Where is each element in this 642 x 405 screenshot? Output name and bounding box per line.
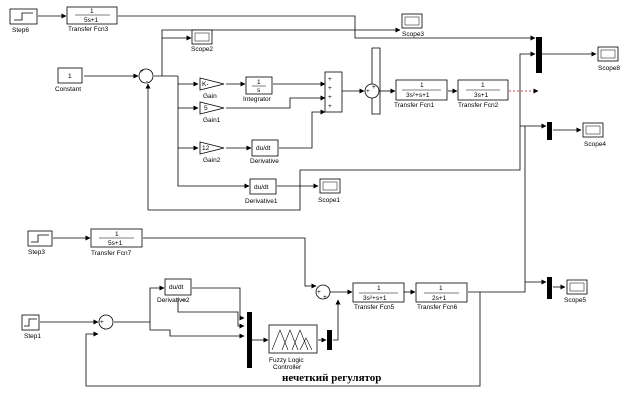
- tf5-block[interactable]: 1 3s²+s+1 Transfer Fcn5: [352, 282, 405, 311]
- tf5-label: Transfer Fcn5: [354, 304, 395, 311]
- scope2-block[interactable]: Scope2: [191, 29, 213, 53]
- tf5-num: 1: [377, 285, 381, 292]
- mux-scope8[interactable]: [536, 37, 542, 73]
- integ-den: s: [257, 87, 261, 94]
- tf1-block[interactable]: 1 3s²+s+1 Transfer Fcn1: [394, 79, 448, 109]
- mux-scope5[interactable]: [547, 277, 552, 299]
- tf2-label: Transfer Fcn2: [458, 102, 499, 109]
- scope1-block[interactable]: Scope1: [318, 178, 340, 204]
- wires-top: [38, 13, 597, 211]
- svg-text:-: -: [146, 78, 148, 85]
- sum4[interactable]: +-: [98, 314, 114, 333]
- svg-text:+: +: [328, 103, 332, 110]
- integrator-block[interactable]: 1 s Integrator: [243, 76, 273, 103]
- tf2-num: 1: [481, 82, 485, 89]
- derivative1-text: du/dt: [254, 184, 269, 191]
- scope5-block[interactable]: Scope5: [564, 279, 588, 304]
- derivative2-label: Derivative2: [157, 297, 190, 304]
- gain2-label: Gain2: [203, 157, 221, 164]
- step6-block[interactable]: Step6: [9, 8, 38, 34]
- svg-text:+: +: [366, 88, 370, 95]
- gain-label: Gain: [203, 93, 217, 100]
- svg-text:+: +: [328, 85, 332, 92]
- gain1-value: 5: [204, 105, 208, 112]
- gain1-block[interactable]: 5 Gain1: [199, 101, 225, 124]
- mux-top[interactable]: + + + +: [324, 71, 343, 113]
- tf5-den: 3s²+s+1: [363, 295, 387, 302]
- tf2-block[interactable]: 1 3s+1 Transfer Fcn2: [457, 79, 509, 109]
- svg-text:+: +: [328, 76, 332, 83]
- tf1-num: 1: [420, 82, 424, 89]
- scope5-label: Scope5: [564, 297, 586, 304]
- svg-text:+: +: [317, 289, 321, 296]
- mux-scope4[interactable]: [547, 122, 552, 140]
- constant-block[interactable]: 1 Constant: [55, 67, 83, 93]
- fuzzy-logic-controller[interactable]: Fuzzy Logic Controller: [268, 324, 318, 371]
- tf7-block[interactable]: 1 5s+1 Transfer Fcn7: [90, 228, 143, 257]
- tf3-label: Transfer Fcn3: [68, 26, 109, 33]
- gain2-block[interactable]: 12 Gain2: [199, 141, 225, 164]
- scope4-block[interactable]: Scope4: [582, 122, 606, 148]
- scope8-label: Scope8: [598, 65, 620, 72]
- svg-text:+: +: [328, 94, 332, 101]
- scope3-label: Scope3: [402, 31, 424, 38]
- tf3-block[interactable]: 1 5s+1 Transfer Fcn3: [66, 6, 118, 33]
- svg-text:+: +: [100, 319, 104, 326]
- tf3-den: 5s+1: [84, 17, 99, 24]
- tf1-den: 3s²+s+1: [406, 92, 430, 99]
- gain-block[interactable]: K- Gain: [199, 77, 225, 100]
- mux-out[interactable]: [327, 330, 332, 350]
- svg-text:-: -: [104, 326, 106, 333]
- derivative-text: du/dt: [256, 145, 271, 152]
- tf1-label: Transfer Fcn1: [394, 102, 435, 109]
- step1-label: Step1: [24, 333, 41, 340]
- scope3-block[interactable]: Scope3: [401, 13, 424, 38]
- flc-label-2: Controller: [273, 364, 302, 371]
- derivative1-label: Derivative1: [245, 198, 278, 205]
- scope2-label: Scope2: [191, 46, 213, 53]
- scope4-label: Scope4: [584, 141, 606, 148]
- sum3[interactable]: ++: [315, 284, 331, 301]
- step1-block[interactable]: Step1: [21, 314, 41, 340]
- derivative1-block[interactable]: du/dt Derivative1: [245, 178, 278, 205]
- flc-label-1: Fuzzy Logic: [269, 357, 304, 364]
- integrator-label: Integrator: [243, 96, 272, 103]
- tf2-den: 3s+1: [474, 92, 489, 99]
- tf3-num: 1: [90, 8, 94, 15]
- step3-block[interactable]: Step3: [27, 230, 53, 256]
- derivative-label: Derivative: [250, 158, 279, 165]
- tf6-den: 2s+1: [432, 295, 447, 302]
- tf6-num: 1: [439, 285, 443, 292]
- svg-text:+: +: [323, 294, 327, 301]
- tf6-block[interactable]: 1 2s+1 Transfer Fcn6: [415, 282, 468, 311]
- derivative2-text: du/dt: [169, 284, 184, 291]
- caption: нечеткий регулятор: [282, 372, 381, 384]
- scope8-block[interactable]: Scope8: [597, 46, 620, 72]
- gain-value: K-: [202, 81, 209, 88]
- constant-value: 1: [68, 73, 72, 80]
- gain1-label: Gain1: [203, 117, 221, 124]
- integ-num: 1: [257, 79, 261, 86]
- step6-label: Step6: [12, 27, 29, 34]
- sum2[interactable]: ++: [364, 83, 380, 99]
- gain2-value: 12: [202, 145, 210, 152]
- mux-flc[interactable]: [247, 312, 252, 368]
- tf6-label: Transfer Fcn6: [417, 304, 458, 311]
- wires-bottom: [40, 126, 566, 387]
- tf7-num: 1: [115, 231, 119, 238]
- constant-label: Constant: [55, 86, 81, 93]
- svg-text:+: +: [372, 84, 376, 91]
- tf7-label: Transfer Fcn7: [91, 250, 132, 257]
- sum1[interactable]: +-: [138, 68, 154, 85]
- derivative2-block[interactable]: du/dt Derivative2: [157, 278, 192, 304]
- step3-label: Step3: [28, 249, 45, 256]
- svg-text:+: +: [140, 68, 144, 75]
- tf7-den: 5s+1: [108, 240, 123, 247]
- derivative-block[interactable]: du/dt Derivative: [250, 139, 279, 165]
- scope1-label: Scope1: [318, 197, 340, 204]
